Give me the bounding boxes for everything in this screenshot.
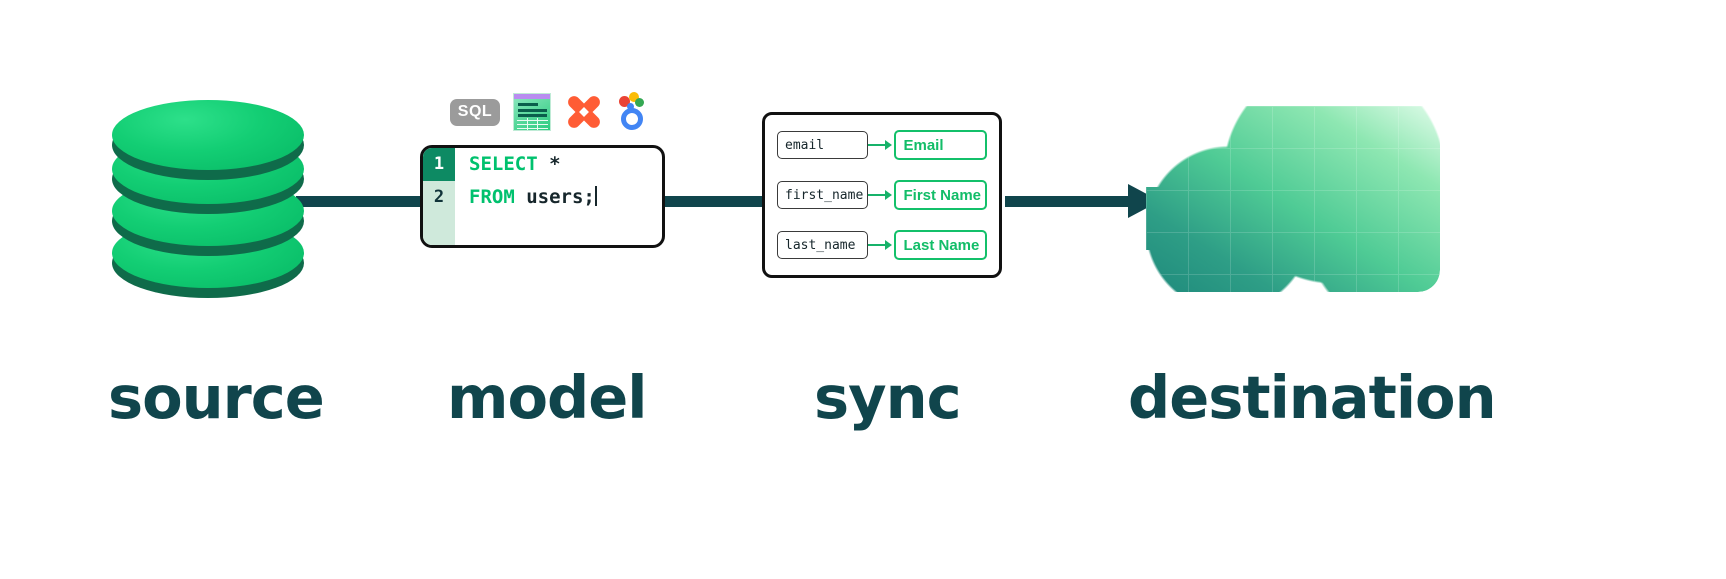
- sql-keyword-select: SELECT: [469, 153, 538, 175]
- stage-caption-model: model: [447, 363, 647, 432]
- source-field-first-name[interactable]: first_name: [777, 181, 869, 209]
- connector-sync-to-destination: [1005, 196, 1135, 207]
- sql-line-1-rest: *: [537, 153, 561, 175]
- connector-model-to-sync: [660, 196, 768, 207]
- sql-line-2-rest: users;: [514, 186, 595, 208]
- tool-icon-strip: SQL: [450, 90, 653, 134]
- sql-keyword-from: FROM: [469, 186, 515, 208]
- mapping-arrow-icon: [868, 139, 894, 151]
- sql-badge-icon: SQL: [450, 98, 500, 126]
- looker-icon: [617, 92, 653, 132]
- destination-field-email[interactable]: Email: [894, 130, 987, 160]
- editor-gutter: 1 2: [423, 148, 455, 245]
- mapping-arrow-icon: [868, 239, 894, 251]
- destination-field-last-name[interactable]: Last Name: [894, 230, 987, 260]
- line-number-1: 1: [423, 148, 455, 181]
- code-line-1: SELECT *: [469, 148, 662, 181]
- code-editor-icon[interactable]: 1 2 SELECT * FROM users;: [420, 145, 665, 248]
- text-caret-icon: [594, 186, 597, 206]
- mapping-row: first_name First Name: [777, 179, 987, 211]
- line-number-2: 2: [433, 187, 445, 207]
- cloud-icon: [1146, 106, 1440, 292]
- mapping-arrow-icon: [868, 189, 894, 201]
- connector-source-to-model: [296, 196, 426, 207]
- stage-caption-sync: sync: [814, 363, 962, 432]
- source-field-last-name[interactable]: last_name: [777, 231, 869, 259]
- dbt-icon: [564, 92, 604, 132]
- mapping-row: email Email: [777, 129, 987, 161]
- editor-code-area[interactable]: SELECT * FROM users;: [455, 148, 662, 245]
- google-sheets-icon: [513, 93, 551, 131]
- stage-caption-destination: destination: [1128, 363, 1497, 432]
- mapping-row: last_name Last Name: [777, 229, 987, 261]
- destination-field-first-name[interactable]: First Name: [894, 180, 987, 210]
- stage-caption-source: source: [108, 363, 325, 432]
- source-field-email[interactable]: email: [777, 131, 869, 159]
- field-mapping-card-icon[interactable]: email Email first_name First Name last_n…: [762, 112, 1002, 278]
- database-cylinder-icon: [112, 100, 304, 298]
- code-line-2: FROM users;: [469, 181, 662, 214]
